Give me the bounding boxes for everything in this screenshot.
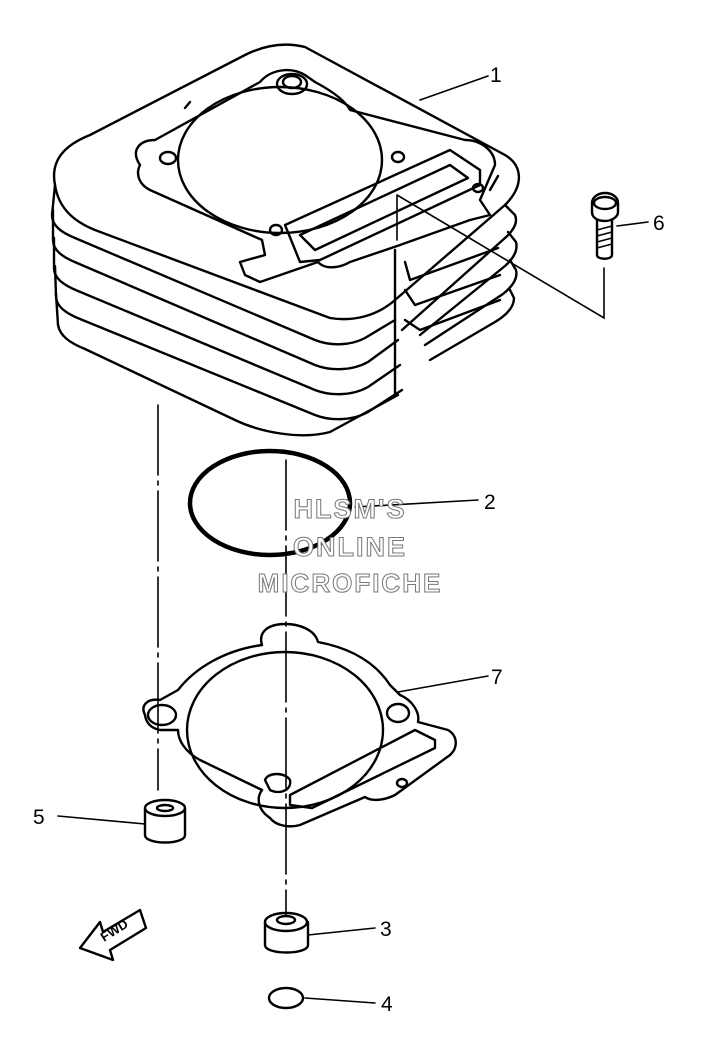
callout-6: 6: [653, 212, 665, 235]
part-o-ring-small: [267, 986, 305, 1010]
callout-5: 5: [33, 806, 45, 829]
part-base-gasket: [142, 622, 457, 828]
part-cylinder: [50, 43, 521, 437]
callout-1: 1: [490, 64, 502, 87]
callout-2: 2: [484, 491, 496, 514]
callout-3: 3: [380, 918, 392, 941]
part-o-ring-large: [187, 448, 353, 558]
watermark-line-3: MICROFICHE: [257, 568, 443, 599]
part-bolt: [590, 191, 620, 260]
forward-direction-arrow: FWD: [78, 908, 148, 962]
callout-4: 4: [381, 993, 393, 1016]
leader-lines: [57, 75, 649, 1004]
alignment-lines: [157, 194, 605, 916]
part-dowel-pin-center: [263, 911, 310, 954]
callout-7: 7: [491, 666, 503, 689]
watermark-line-2: ONLINE: [292, 532, 407, 563]
watermark-line-1: HLSM'S: [293, 494, 407, 525]
part-dowel-pin-left: [143, 798, 187, 844]
